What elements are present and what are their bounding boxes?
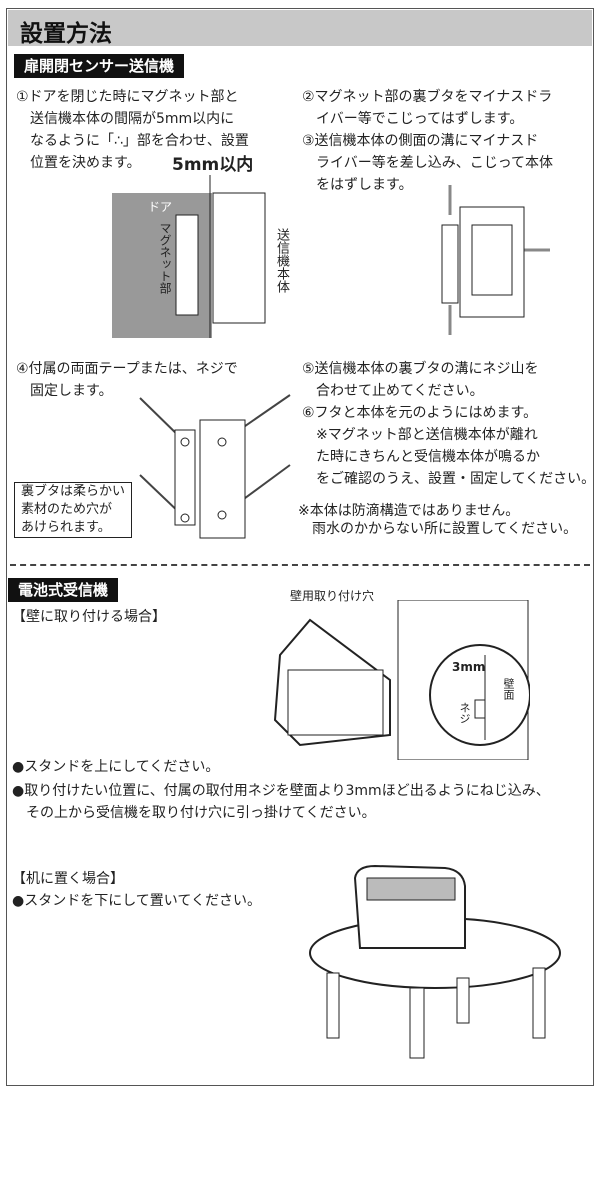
- wall-heading: 【壁に取り付ける場合】: [12, 609, 166, 625]
- bullet-2: ●取り付けたい位置に、付属の取付用ネジを壁面より3mmほど出るようにねじ込み、 …: [12, 783, 550, 821]
- step-2: ②マグネット部の裏ブタをマイナスドラ イバー等でこじってはずします。: [302, 89, 553, 127]
- section-heading-receiver: 電池式受信機: [8, 578, 119, 602]
- wall-label: 壁面: [502, 678, 515, 700]
- step-1: ①ドアを閉じた時にマグネット部と 送信機本体の間隔が5mm以内に なるように「∴…: [16, 89, 249, 171]
- waterproof-note: ※本体は防滴構造ではありません。 雨水のかからない所に設置してください。: [298, 503, 578, 537]
- desk-placement-diagram: [309, 864, 561, 1059]
- magnet-label: マグネット部: [158, 222, 172, 294]
- hole-label: 壁用取り付け穴: [290, 589, 375, 603]
- section-heading-sensor: 扉開閉センサー送信機: [14, 54, 185, 78]
- door-diagram: [112, 175, 266, 338]
- desk-heading: 【机に置く場合】: [12, 871, 124, 887]
- door-label: ドア: [148, 200, 173, 214]
- screw-label: ネジ: [458, 702, 471, 724]
- document-frame: [6, 8, 594, 1086]
- depth-label: 3mm: [452, 660, 486, 674]
- step-3: ③送信機本体の側面の溝にマイナスド ライバー等を差し込み、こじって本体 をはずし…: [302, 133, 554, 193]
- transmitter-removal-diagram: [441, 185, 550, 335]
- wall-mount-diagram: [273, 600, 530, 760]
- step-6: ⑥フタと本体を元のようにはめます。 ※マグネット部と送信機本体が離れ た時にきち…: [302, 405, 596, 487]
- title-bar: 設置方法: [8, 10, 592, 47]
- divider: [10, 564, 590, 566]
- step-4: ④付属の両面テープまたは、ネジで 固定します。: [16, 361, 238, 399]
- mounting-screws-diagram: [139, 394, 291, 539]
- transmitter-label: 送信機本体: [274, 228, 289, 293]
- callout-box: 裏ブタは柔らかい 素材のため穴が あけられます。: [14, 482, 133, 538]
- step-5: ⑤送信機本体の裏ブタの溝にネジ山を 合わせて止めてください。: [302, 361, 539, 399]
- desk-bullet: ●スタンドを下にして置いてください。: [12, 893, 261, 909]
- gap-label: 5mm以内: [172, 155, 254, 175]
- bullet-1: ●スタンドを上にしてください。: [12, 759, 220, 775]
- page-title: 設置方法: [20, 21, 112, 47]
